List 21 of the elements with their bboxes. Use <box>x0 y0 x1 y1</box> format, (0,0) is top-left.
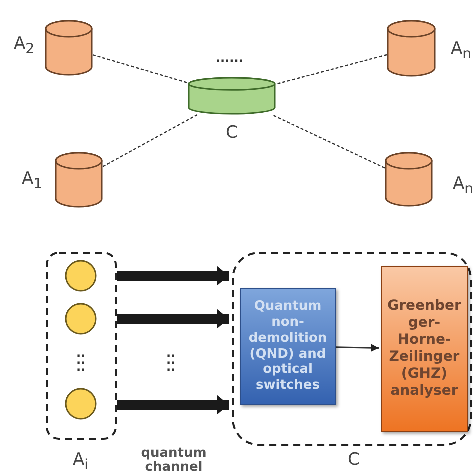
arrow <box>117 395 229 415</box>
process-box: Quantum non-demolition (QND) and optical switches <box>240 288 336 405</box>
ellipsis: ...... <box>216 52 244 64</box>
vertical-ellipsis: ...... <box>165 350 177 372</box>
arrow <box>117 266 229 286</box>
node-label: A$_{1}$ <box>22 171 43 192</box>
dashed-connector <box>272 114 386 169</box>
dashed-connector <box>102 114 198 168</box>
arrow <box>336 344 380 352</box>
node-label: A$_{2}$ <box>14 36 35 57</box>
annotation-text: quantum channel <box>140 447 208 474</box>
node-label: A$_{n}$ <box>451 41 472 62</box>
node-label: C <box>348 452 360 469</box>
node-label: C <box>226 125 238 142</box>
node-label: A$_{i}$ <box>73 452 89 473</box>
arrow <box>117 309 229 329</box>
node-label: A$_{n}$ <box>453 176 474 197</box>
vertical-ellipsis: ...... <box>75 350 87 372</box>
dashed-connector <box>276 54 388 85</box>
dashed-connector <box>92 54 188 84</box>
process-box: Greenberger-Horne-Zeilinger (GHZ) analyser <box>381 266 468 432</box>
